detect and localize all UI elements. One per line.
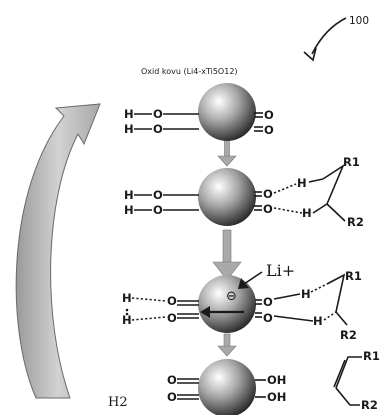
process-arrow-2 [212, 229, 242, 281]
svg-text:H: H [302, 206, 312, 220]
lithium-insertion-arrowhead [238, 278, 249, 289]
svg-text:R1: R1 [363, 349, 380, 363]
svg-text:R1: R1 [343, 155, 360, 169]
svg-text:H: H [122, 313, 132, 327]
lithium-insertion-arrow [243, 271, 263, 285]
row4-alkene-product: R1 R2 [333, 349, 380, 412]
svg-text:H: H [313, 314, 323, 328]
svg-text:H: H [124, 188, 134, 202]
svg-text:O: O [264, 108, 274, 122]
row3-right-adsorbate: O O H H R1 R2 [255, 269, 362, 342]
reference-leader-arrowhead [303, 47, 317, 62]
process-arrow-1 [217, 139, 237, 167]
svg-text:OH: OH [267, 390, 286, 404]
hydrogen-label: H2 [108, 395, 128, 410]
row1-right-oxygens: O O [254, 108, 274, 137]
svg-text:H: H [122, 291, 132, 305]
oxide-particle-1 [198, 83, 256, 141]
diagram-title: Oxid kovu (Li4-xTi5O12) [141, 67, 238, 76]
svg-text:H: H [297, 176, 307, 190]
svg-text:H: H [124, 107, 134, 121]
svg-text:R2: R2 [347, 215, 364, 229]
oxide-particle-3 [198, 275, 256, 333]
svg-text:H: H [301, 287, 311, 301]
svg-text:O: O [167, 373, 177, 387]
electron-transfer-arrowhead [200, 306, 210, 318]
row2-right-adsorbate: O O H H R1 R2 [254, 155, 364, 229]
lithium-ion-label: Li+ [266, 261, 295, 280]
svg-text:O: O [153, 203, 163, 217]
process-arrow-3 [217, 333, 237, 357]
row1-left-hydroxyls: H H O O [124, 107, 199, 136]
row4-right-hydroxyls: OH OH [255, 373, 286, 404]
svg-text:H: H [124, 203, 134, 217]
svg-text:O: O [167, 311, 177, 325]
row3-left-adsorbate: H H O O [122, 291, 199, 327]
svg-text:O: O [153, 107, 163, 121]
svg-text:R2: R2 [361, 398, 378, 412]
svg-text:O: O [263, 311, 273, 325]
cycle-arrow [15, 103, 101, 399]
row4-left-oxygens: O O [167, 373, 199, 404]
svg-text:O: O [167, 294, 177, 308]
svg-text:O: O [264, 123, 274, 137]
reference-leader-line [311, 17, 347, 55]
svg-text:O: O [263, 187, 273, 201]
svg-text:R2: R2 [340, 328, 357, 342]
svg-text:O: O [263, 202, 273, 216]
svg-text:R1: R1 [345, 269, 362, 283]
row2-left-hydroxyls: H H O O [124, 188, 199, 217]
svg-text:O: O [167, 390, 177, 404]
svg-text:O: O [153, 188, 163, 202]
electron-symbol: ⊖ [226, 289, 237, 304]
svg-text:OH: OH [267, 373, 286, 387]
reference-numeral: 100 [349, 15, 369, 27]
svg-text:H: H [124, 122, 134, 136]
oxide-particle-4 [198, 359, 256, 415]
svg-text:O: O [263, 295, 273, 309]
oxide-particle-2 [198, 168, 256, 226]
svg-text:O: O [153, 122, 163, 136]
